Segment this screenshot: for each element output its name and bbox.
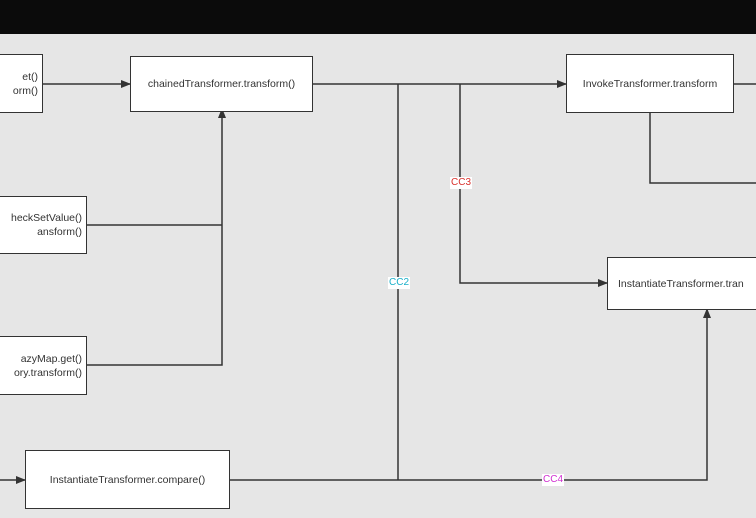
node-instantiate-compare[interactable]: InstantiateTransformer.compare() (25, 450, 230, 509)
node-checksetvalue-line2: ansform() (37, 226, 82, 238)
top-bar (0, 0, 756, 34)
node-invoke-transformer[interactable]: InvokeTransformer.transform (566, 54, 734, 113)
node-chained-transformer[interactable]: chainedTransformer.transform() (130, 56, 313, 112)
node-get-line2: orm() (12, 84, 38, 97)
node-chained-label: chainedTransformer.transform() (147, 78, 296, 90)
node-instantiate-transform[interactable]: InstantiateTransformer.tran (607, 257, 756, 310)
node-checksetvalue[interactable]: heckSetValue() ansform() (0, 196, 87, 254)
edge-label-cc4: CC4 (542, 474, 565, 486)
node-instantiate-compare-label: InstantiateTransformer.compare() (49, 473, 206, 486)
edge-invoke-down (649, 113, 756, 184)
node-checksetvalue-line1: heckSetValue() (10, 212, 82, 224)
connectors (0, 80, 756, 484)
node-lazymap[interactable]: azyMap.get() ory.transform() (0, 336, 87, 395)
edge-label-cc3: CC3 (450, 177, 473, 189)
edge-lazymap-join (87, 108, 226, 366)
diagram-canvas: et() orm() chainedTransformer.transform(… (0, 34, 756, 518)
node-get[interactable]: et() orm() (0, 54, 43, 113)
edge-label-cc2: CC2 (388, 277, 411, 289)
node-lazymap-line2: ory.transform() (13, 366, 82, 379)
edge-cc3 (459, 84, 608, 287)
node-lazymap-line1: azyMap.get() (20, 352, 82, 365)
node-instantiate-transform-label: InstantiateTransformer.tran (618, 277, 744, 290)
edge-cc4 (230, 308, 711, 481)
node-invoke-label: InvokeTransformer.transform (582, 77, 718, 90)
node-get-line1: et() (22, 70, 38, 83)
